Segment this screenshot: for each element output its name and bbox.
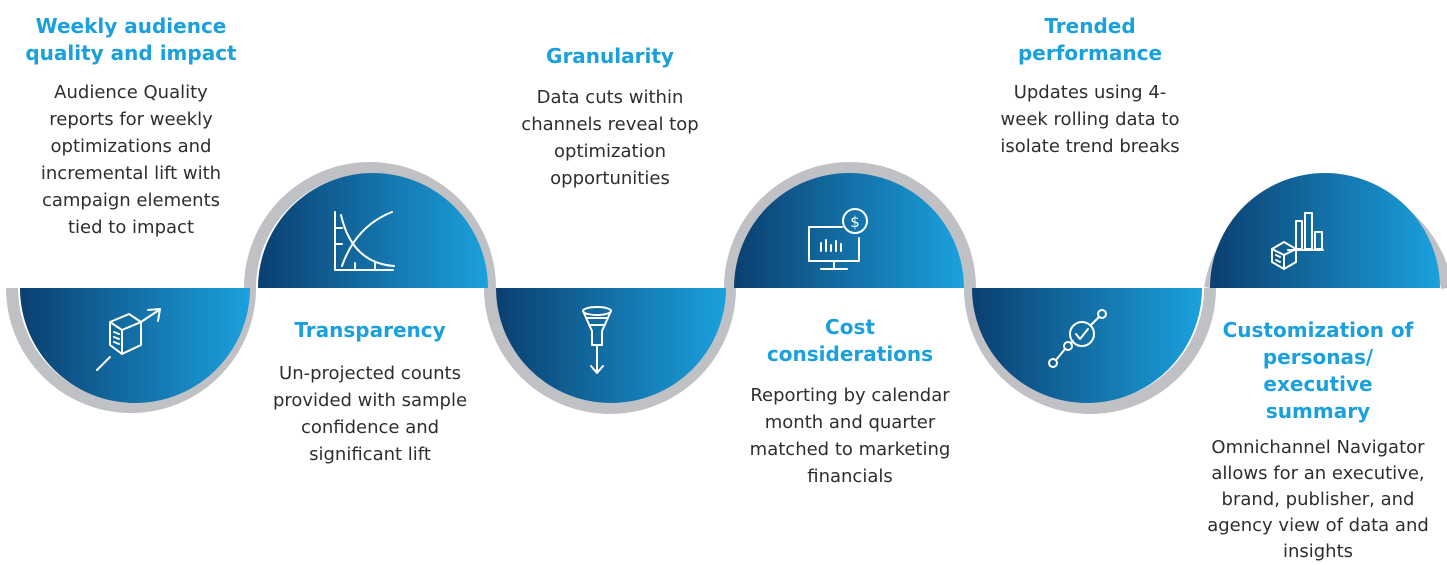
step-3-title: Granularity (546, 44, 674, 68)
step-5-title: Trended performance (1017, 14, 1163, 65)
step-5-text: Trended performance Updates using 4-week… (970, 13, 1210, 160)
step-disc (258, 173, 488, 288)
trend-check-icon (1048, 309, 1107, 368)
step-5-body: Updates using 4-week rolling data to iso… (1000, 82, 1180, 157)
connector-arc (484, 287, 736, 414)
step-4-title: Cost considerations (766, 315, 934, 366)
connector-arc (724, 162, 976, 289)
connector-arc (6, 287, 256, 413)
step-6-body: Omnichannel Navigator allows for an exec… (1207, 437, 1429, 562)
funnel-icon (582, 306, 612, 374)
curve-chart-icon (334, 211, 395, 271)
step-1-body: Audience Quality reports for weekly opti… (40, 82, 222, 238)
connector-arc (244, 162, 496, 289)
step-3-body: Data cuts within channels reveal top opt… (521, 87, 699, 189)
step-6-title: Customization of personas/ executive sum… (1222, 318, 1414, 423)
step-1-title: Weekly audience quality and impact (25, 14, 237, 65)
step-4-body: Reporting by calendar month and quarter … (749, 385, 951, 487)
step-disc (496, 288, 726, 403)
step-2-title: Transparency (294, 318, 446, 342)
step-disc (20, 288, 250, 403)
process-wave: $ (6, 162, 1447, 414)
step-4-text: Cost considerations Reporting by calenda… (750, 314, 951, 490)
box-bars-icon (1271, 212, 1324, 270)
package-arrow-icon (96, 308, 161, 371)
monitor-dollar-icon (808, 208, 868, 270)
step-disc (1210, 173, 1440, 288)
step-3-text: Granularity Data cuts within channels re… (490, 43, 730, 192)
step-1-text: Weekly audience quality and impact Audie… (6, 13, 256, 241)
connector-arc (964, 287, 1216, 414)
dollar-sign-glyph: $ (850, 213, 860, 231)
step-2-text: Transparency Un-projected counts provide… (250, 317, 490, 468)
step-6-text: Customization of personas/ executive sum… (1193, 317, 1443, 565)
step-2-body: Un-projected counts provided with sample… (272, 363, 468, 465)
